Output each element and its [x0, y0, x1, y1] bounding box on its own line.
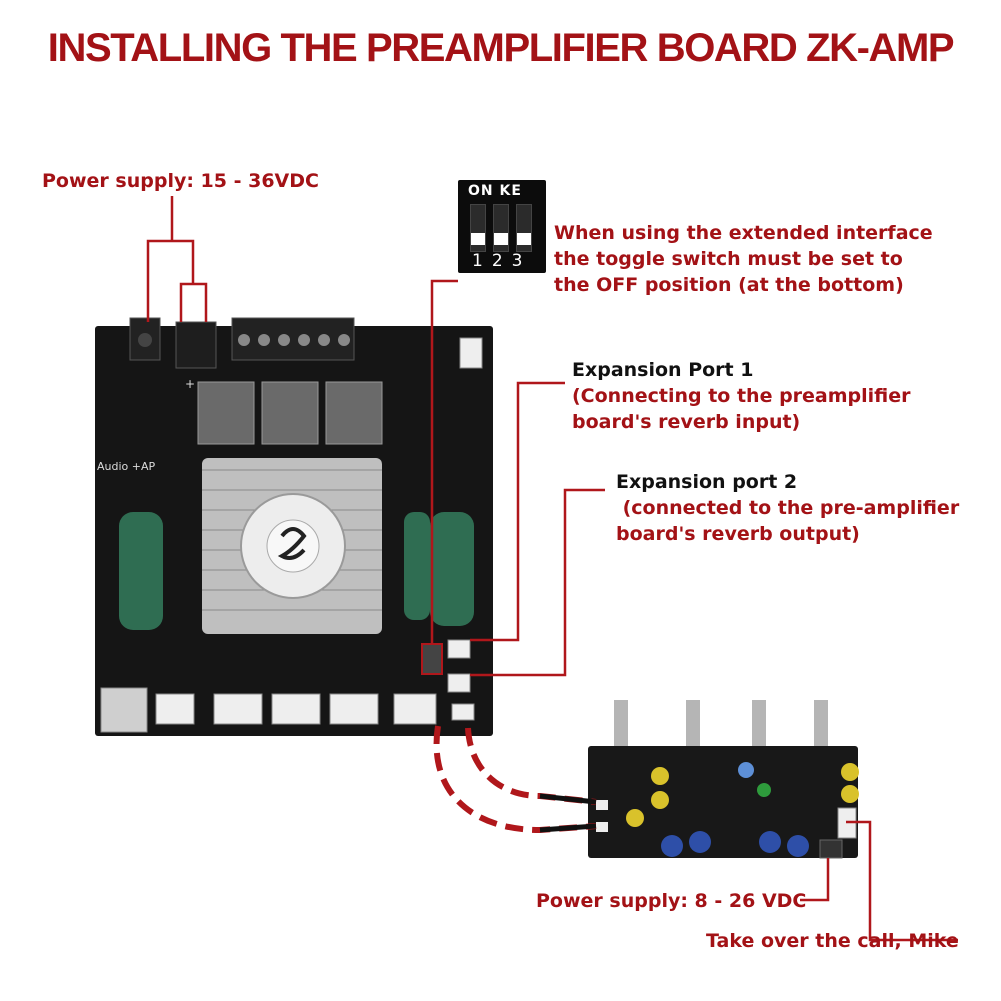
preamplifier-board [588, 700, 859, 859]
header-connector [459, 337, 483, 369]
connector [329, 693, 379, 725]
potentiometer-knob [814, 700, 828, 746]
toggle-note-line-2: the toggle switch must be set to [554, 248, 903, 270]
dip-switch-inset: ON KE 123 [458, 180, 546, 273]
expansion-port-1-line [470, 381, 565, 642]
page-title: INSTALLING THE PREAMPLIFIER BOARD ZK-AMP [47, 26, 955, 70]
power-supply-preamp-label: Power supply: 8 - 26 VDC [536, 890, 807, 912]
connector [155, 693, 195, 725]
inductor [325, 381, 383, 445]
capacitor [404, 512, 430, 620]
preamp-power-line [800, 858, 830, 902]
toggle-note-line-3: the OFF position (at the bottom) [554, 274, 904, 296]
heatsink [202, 458, 382, 634]
dip-switch-slot-1 [470, 204, 486, 252]
inductor [261, 381, 319, 445]
mike-note-label: Take over the call, Mike [706, 930, 959, 952]
connector [213, 693, 263, 725]
audio-ap-label: Audio +AP [97, 460, 156, 473]
mike-line [846, 820, 958, 942]
dip-switch-slot-2 [493, 204, 509, 252]
power-terminal-bracket [179, 282, 208, 322]
power-supply-main-label: Power supply: 15 - 36VDC [42, 170, 319, 192]
expansion-port-1-heading: Expansion Port 1 [572, 359, 754, 381]
expansion-port-2-line-2: board's reverb output) [616, 523, 860, 545]
potentiometer-knob [752, 700, 766, 746]
expansion-port-2-heading: Expansion port 2 [616, 471, 798, 493]
power-bracket [146, 239, 195, 322]
fan-logo-icon [277, 527, 307, 560]
expansion-port-2-line-1: (connected to the pre-amplifier [616, 497, 960, 519]
dc-jack-hole-icon [138, 333, 152, 347]
extended-connector [451, 703, 475, 721]
expansion-port-2-line [470, 488, 605, 677]
dip-switch-on-label: ON KE [468, 183, 522, 199]
toggle-note-line-1: When using the extended interface [554, 222, 933, 244]
power-terminal [175, 321, 217, 369]
usb-port [100, 687, 148, 733]
expansion-port-1-line-2: board's reverb input) [572, 411, 801, 433]
connector [393, 693, 437, 725]
dip-switch-knob-icon [517, 233, 531, 245]
speaker-terminal-block [231, 317, 355, 361]
potentiometer-knob [614, 700, 628, 746]
power-connector [819, 839, 843, 859]
dashed-cables [433, 725, 597, 834]
expansion-port-1-connector [447, 639, 471, 659]
cable-to-preamp-in [465, 727, 597, 805]
connection-lines [146, 196, 958, 942]
dip-switch-knob-icon [471, 233, 485, 245]
capacitor [430, 512, 474, 626]
potentiometer-knob [686, 700, 700, 746]
board-dip-switch [421, 643, 443, 675]
cable-to-preamp-out [433, 725, 597, 834]
dip-switch-slot-3 [516, 204, 532, 252]
dip-switch-knob-icon [494, 233, 508, 245]
cable-ends [539, 793, 597, 833]
connector [271, 693, 321, 725]
terminal-plus-label: + [185, 377, 195, 391]
expansion-port-1-line-1: (Connecting to the preamplifier [572, 385, 911, 407]
dip-switch-numbers: 123 [472, 251, 532, 271]
inductor [197, 381, 255, 445]
amplifier-board: + - Audio +AP [95, 317, 493, 736]
capacitor [119, 512, 163, 630]
expansion-port-2-connector [447, 673, 471, 693]
toggle-pointer-line [430, 279, 458, 644]
